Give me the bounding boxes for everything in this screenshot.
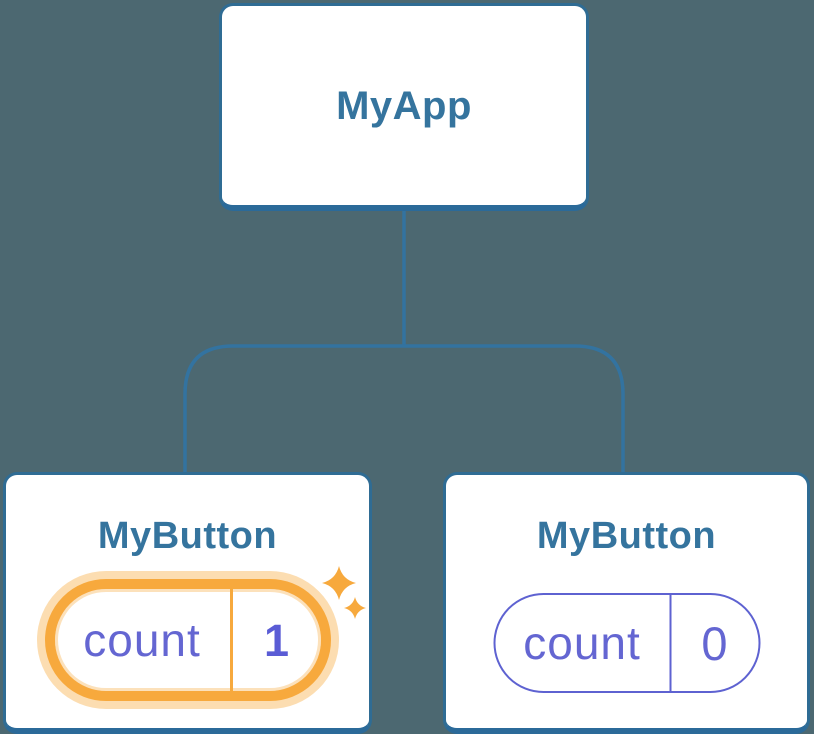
component-node-button-1: MyButton count 1 <box>3 472 372 734</box>
component-node-button-2: MyButton count 0 <box>443 472 810 734</box>
sparkle-large <box>322 566 356 600</box>
component-label-button-1: MyButton <box>97 515 278 557</box>
component-label-button-2: MyButton <box>536 515 717 557</box>
state-key-label: count <box>523 617 641 669</box>
component-node-root: MyApp <box>219 3 589 211</box>
sparkle-icon <box>322 566 366 619</box>
state-value: 1 <box>229 589 321 691</box>
state-value: 0 <box>669 595 758 691</box>
sparkle-small <box>344 597 366 619</box>
connector-branch <box>183 344 625 478</box>
component-label-root: MyApp <box>336 83 472 128</box>
state-pill-highlighted: count 1 <box>44 579 331 701</box>
state-pill: count 0 <box>493 593 760 693</box>
state-key-label: count <box>83 614 201 666</box>
